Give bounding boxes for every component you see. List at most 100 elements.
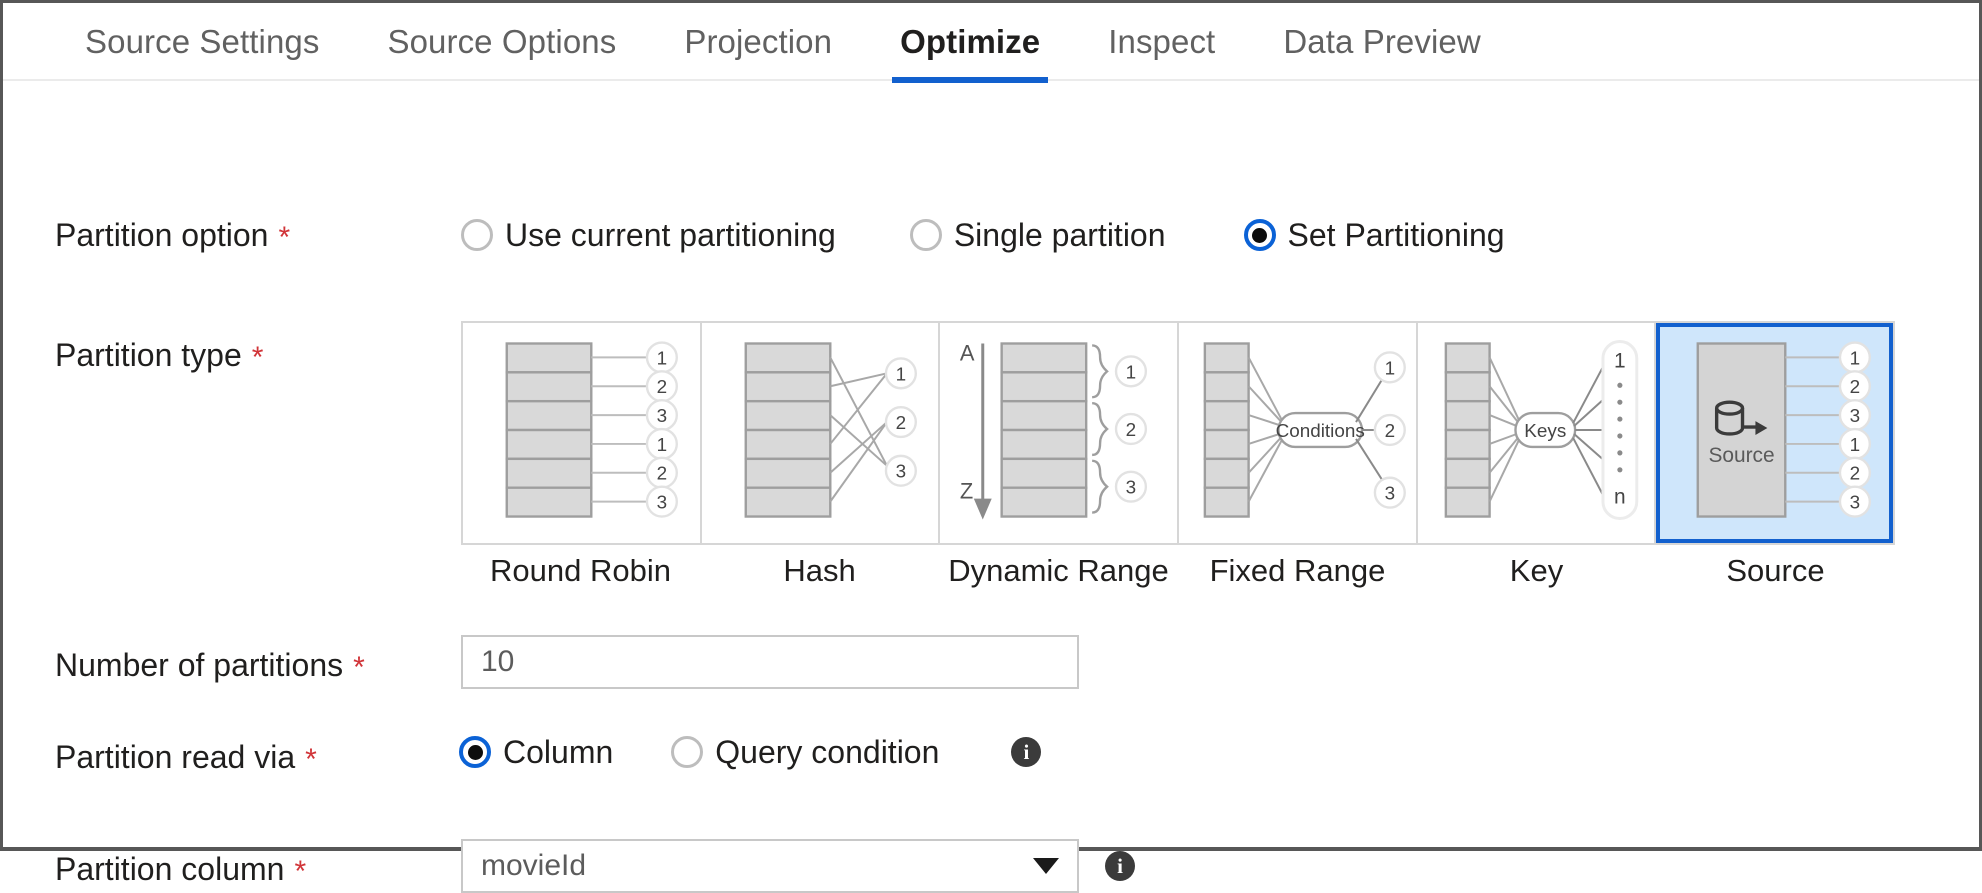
partition-read-via-label: Partition read via xyxy=(55,739,296,775)
round-robin-diagram-icon: 123 123 xyxy=(505,341,678,518)
partition-option-radio-group: Use current partitioning Single partitio… xyxy=(461,219,1505,251)
partition-type-label-row: Partition type * xyxy=(55,337,264,374)
chevron-down-icon xyxy=(1033,858,1059,874)
svg-text:3: 3 xyxy=(1850,493,1861,514)
radio-circle-icon xyxy=(461,219,493,251)
svg-text:3: 3 xyxy=(1385,484,1396,505)
source-diagram-icon: Source 1 2 3 xyxy=(1696,341,1872,518)
number-of-partitions-value: 10 xyxy=(481,645,515,678)
tab-label: Data Preview xyxy=(1283,23,1481,60)
radio-label: Query condition xyxy=(715,734,940,770)
partition-read-via-radio-group: Column Query condition i xyxy=(459,736,1042,768)
tab-optimize[interactable]: Optimize xyxy=(866,3,1074,83)
svg-text:2: 2 xyxy=(895,413,906,434)
svg-text:1: 1 xyxy=(1850,435,1861,456)
radio-circle-icon xyxy=(671,736,704,768)
tab-source-options[interactable]: Source Options xyxy=(353,3,650,81)
required-asterisk: * xyxy=(305,743,317,776)
partition-type-card-key[interactable]: Keys 1 n xyxy=(1417,323,1657,543)
radio-circle-icon xyxy=(909,219,942,251)
svg-text:2: 2 xyxy=(1126,420,1137,441)
optimize-panel: Source Settings Source Options Projectio… xyxy=(0,0,1982,851)
key-diagram-icon: Keys 1 n xyxy=(1444,340,1638,521)
tab-label: Source Options xyxy=(387,23,617,60)
required-asterisk: * xyxy=(278,221,291,254)
partition-type-card-hash[interactable]: 1 2 3 xyxy=(701,323,941,543)
hash-diagram-icon: 1 2 3 xyxy=(744,342,917,518)
svg-text:3: 3 xyxy=(657,493,668,514)
tab-inspect[interactable]: Inspect xyxy=(1074,3,1249,81)
svg-text:2: 2 xyxy=(1850,464,1861,485)
radio-label: Use current partitioning xyxy=(505,217,836,253)
number-of-partitions-label: Number of partitions xyxy=(55,647,344,683)
radio-set-partitioning[interactable]: Set Partitioning xyxy=(1243,217,1505,253)
svg-text:3: 3 xyxy=(895,462,906,483)
partition-column-label: Partition column xyxy=(55,851,285,887)
required-asterisk: * xyxy=(353,651,365,684)
radio-label: Set Partitioning xyxy=(1287,217,1505,253)
partition-read-via-label-row: Partition read via * xyxy=(55,739,317,776)
radio-column[interactable]: Column xyxy=(459,736,613,768)
radio-query-condition[interactable]: Query condition xyxy=(671,736,939,768)
tab-bar: Source Settings Source Options Projectio… xyxy=(3,3,1979,83)
radio-circle-selected-icon xyxy=(1243,219,1276,251)
svg-text:n: n xyxy=(1614,486,1626,509)
partition-option-label: Partition option xyxy=(55,217,269,253)
partition-type-card-fixed-range[interactable]: Conditions 1 2 3 xyxy=(1179,323,1418,543)
partition-option-label-row: Partition option * xyxy=(55,217,291,254)
partition-column-select[interactable]: movieId xyxy=(461,839,1079,893)
partition-column-value: movieId xyxy=(481,849,587,882)
axis-start-label: A xyxy=(960,340,975,365)
svg-text:1: 1 xyxy=(657,348,668,369)
axis-end-label: Z xyxy=(960,479,973,504)
svg-text:1: 1 xyxy=(1614,349,1626,372)
svg-text:2: 2 xyxy=(1385,421,1396,442)
tab-projection[interactable]: Projection xyxy=(650,3,866,81)
svg-text:1: 1 xyxy=(895,364,906,385)
required-asterisk: * xyxy=(294,855,307,888)
svg-text:1: 1 xyxy=(1385,358,1396,379)
svg-text:2: 2 xyxy=(1850,377,1861,398)
svg-text:3: 3 xyxy=(1126,478,1137,499)
info-icon[interactable]: i xyxy=(1105,851,1135,881)
partition-type-label-key: Key xyxy=(1509,553,1564,588)
source-block-label: Source xyxy=(1709,444,1775,467)
number-of-partitions-input[interactable]: 10 xyxy=(461,635,1079,689)
tab-data-preview[interactable]: Data Preview xyxy=(1249,3,1514,81)
svg-text:1: 1 xyxy=(1126,362,1137,383)
info-icon[interactable]: i xyxy=(1011,737,1042,767)
database-source-icon xyxy=(1715,400,1758,436)
partition-type-label-fixed-range: Fixed Range xyxy=(1209,553,1386,588)
partition-column-label-row: Partition column * xyxy=(55,851,307,888)
svg-text:2: 2 xyxy=(657,377,668,398)
svg-text:3: 3 xyxy=(1850,406,1861,427)
partition-type-card-labels: Round Robin Hash Dynamic Range Fixed Ran… xyxy=(461,553,1895,589)
partition-type-options: 1 2 3 1 2 3 xyxy=(461,321,1895,545)
partition-type-label-dynamic-range: Dynamic Range xyxy=(948,553,1169,588)
radio-circle-selected-icon xyxy=(459,736,491,768)
tab-source-settings[interactable]: Source Settings xyxy=(51,3,353,81)
number-of-partitions-label-row: Number of partitions * xyxy=(55,647,365,684)
radio-single-partition[interactable]: Single partition xyxy=(909,217,1166,253)
tab-label: Projection xyxy=(684,23,833,60)
tab-label: Inspect xyxy=(1108,23,1216,60)
required-asterisk: * xyxy=(251,341,264,374)
svg-text:2: 2 xyxy=(657,464,668,485)
partition-type-card-dynamic-range[interactable]: A Z xyxy=(940,323,1180,543)
number-of-partitions-field-row: 10 xyxy=(461,635,1079,689)
dynamic-range-diagram-icon: A Z xyxy=(960,340,1148,520)
radio-label: Single partition xyxy=(953,217,1166,253)
svg-text:1: 1 xyxy=(1850,348,1861,369)
tab-label: Optimize xyxy=(900,23,1041,60)
tab-label: Source Settings xyxy=(85,23,320,60)
keys-label: Keys xyxy=(1524,421,1566,442)
partition-type-label: Partition type xyxy=(55,337,242,373)
conditions-label: Conditions xyxy=(1276,421,1365,442)
svg-text:3: 3 xyxy=(657,406,668,427)
fixed-range-diagram-icon: Conditions 1 2 3 xyxy=(1203,342,1406,518)
partition-type-label-source: Source xyxy=(1726,553,1825,588)
partition-type-card-source[interactable]: Source 1 2 3 xyxy=(1656,323,1894,543)
radio-use-current-partitioning[interactable]: Use current partitioning xyxy=(461,219,836,251)
partition-type-label-hash: Hash xyxy=(783,553,856,588)
